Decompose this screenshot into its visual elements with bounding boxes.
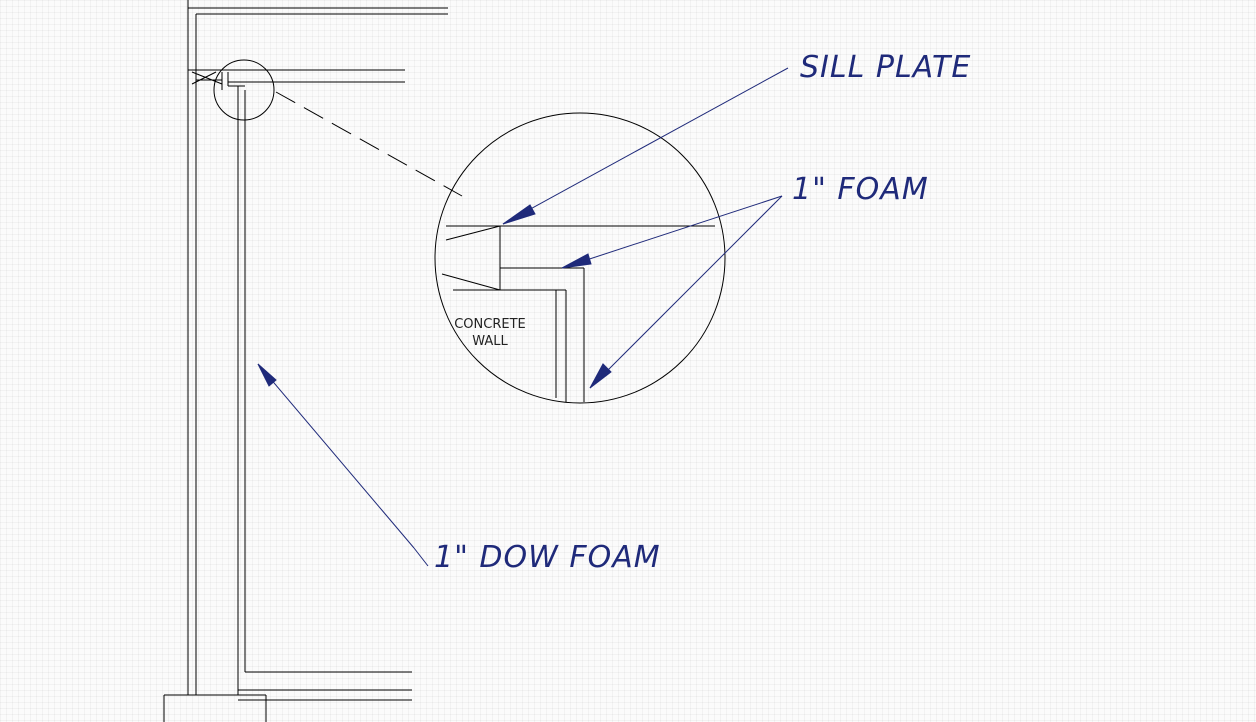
sill-plate-label: SILL PLATE [800, 50, 972, 85]
detail-callout-circle [213, 59, 275, 121]
wall-section-lines [163, 0, 463, 722]
sill-plate-leader [502, 67, 789, 225]
foam-arrowhead-1 [561, 253, 592, 269]
detail-sill-top [445, 225, 501, 241]
concrete-label-line2: WALL [472, 334, 508, 349]
dow-foam-leader-tail [413, 547, 429, 567]
detail-circle [434, 112, 726, 404]
foam-arrowhead-2 [589, 363, 612, 389]
foam-leader-2 [589, 195, 783, 389]
foam-leader-1 [561, 195, 783, 269]
concrete-label-line1: CONCRETE [454, 317, 526, 332]
dow-foam-leader [257, 363, 415, 549]
sill-plate-arrowhead [502, 204, 536, 225]
dow-foam-label: 1" DOW FOAM [434, 540, 661, 575]
leader-lines [257, 67, 789, 567]
dow-foam-arrowhead [257, 363, 277, 387]
concrete-wall-label: CONCRETE WALL [440, 316, 540, 350]
enlarged-detail [434, 112, 726, 404]
sill-slant [191, 71, 223, 85]
detail-sill-slant [441, 273, 501, 291]
foam-label: 1" FOAM [792, 172, 929, 207]
detail-connector-dashed [275, 91, 463, 197]
